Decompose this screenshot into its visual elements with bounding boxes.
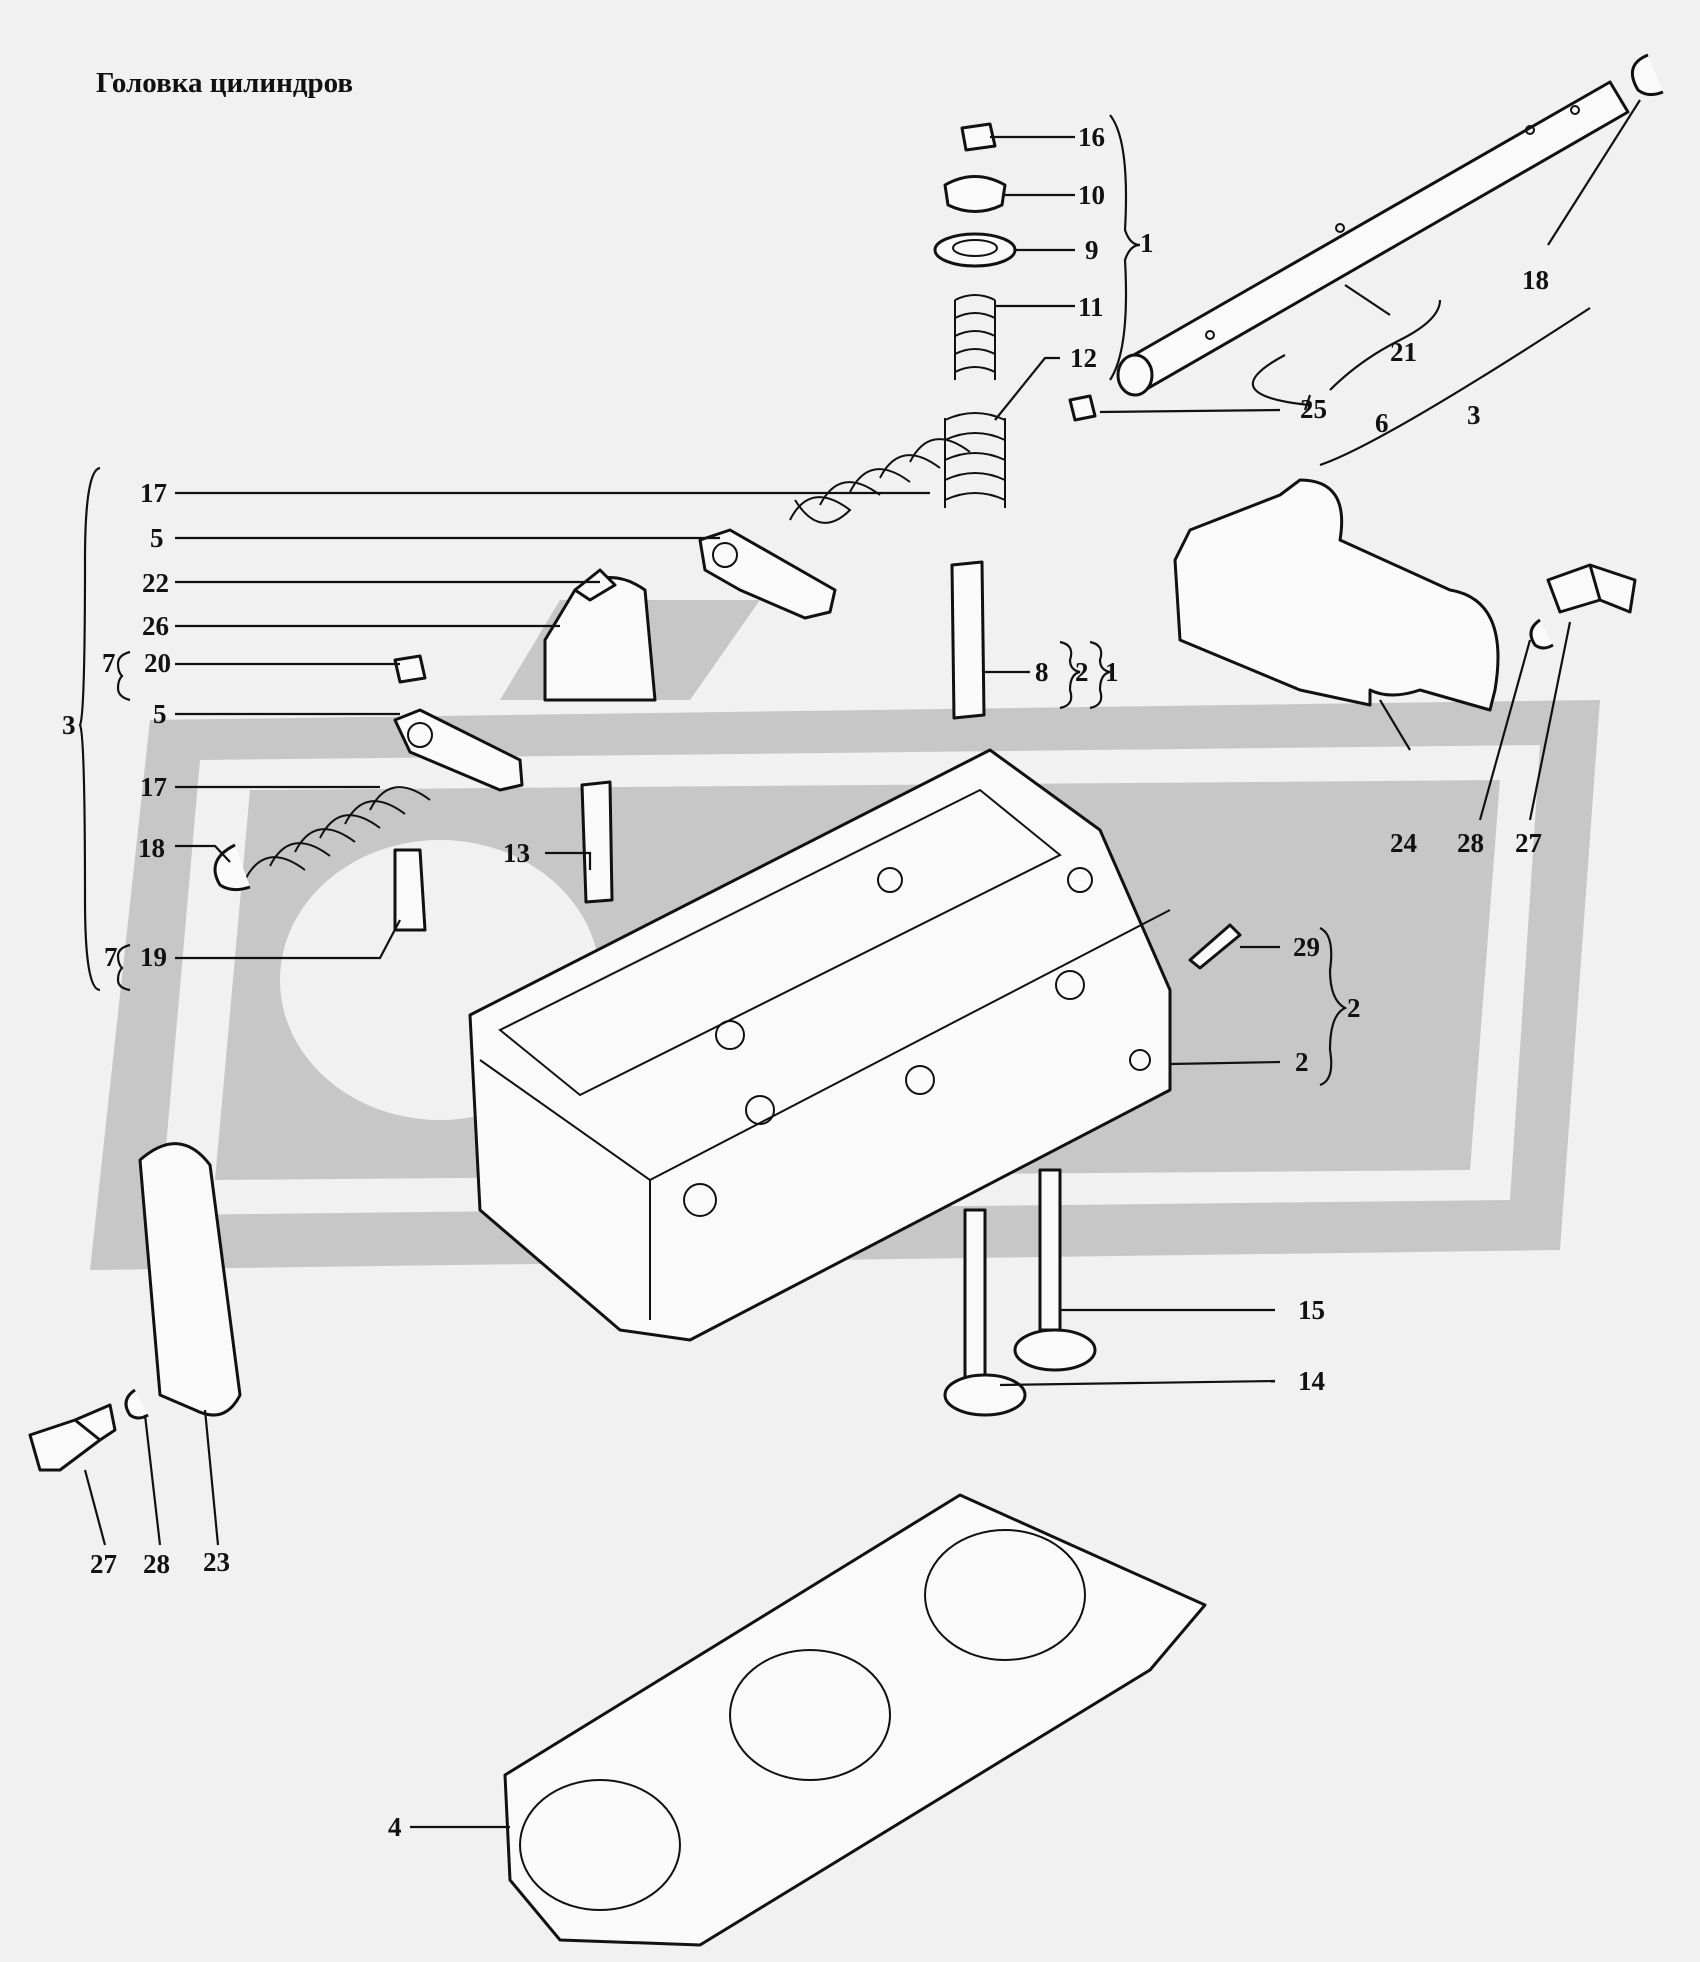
callout-28-left: 28 <box>143 1549 170 1579</box>
callout-19: 19 <box>140 942 167 972</box>
callout-12: 12 <box>1070 343 1097 373</box>
callout-14: 14 <box>1298 1366 1325 1396</box>
page-title: Головка цилиндров <box>96 67 353 99</box>
valve-spring-stack <box>933 122 1017 508</box>
circlip-18-top <box>1630 53 1664 97</box>
nut-25 <box>1068 394 1097 422</box>
callout-4: 4 <box>388 1812 402 1842</box>
push-rod-8 <box>950 560 986 720</box>
screw-19 <box>393 848 427 932</box>
parts-artwork <box>28 53 1664 1947</box>
valve-15 <box>1013 1168 1097 1372</box>
callout-22: 22 <box>142 568 169 598</box>
spring-12 <box>944 412 1006 508</box>
cylinder-head-2 <box>468 748 1172 1342</box>
stud-29 <box>1188 923 1242 970</box>
spring-11 <box>954 294 996 380</box>
washer-28-right <box>1529 618 1554 650</box>
callout-28-right: 28 <box>1457 828 1484 858</box>
rocker-arm-lower <box>393 708 524 792</box>
callout-13: 13 <box>503 838 530 868</box>
washer-28-left <box>124 1388 149 1420</box>
callout-2-head: 2 <box>1295 1047 1309 1077</box>
nut-22 <box>573 568 617 602</box>
callout-18-top: 18 <box>1522 265 1549 295</box>
head-gasket-4 <box>503 1493 1207 1947</box>
callout-24: 24 <box>1390 828 1417 858</box>
callout-7-bottom: 7 <box>104 942 118 972</box>
rocker-shaft <box>1116 80 1630 397</box>
rocker-arm-upper <box>698 528 837 620</box>
leader-lines <box>78 99 1641 1829</box>
callout-23: 23 <box>203 1547 230 1577</box>
bolt-27-left <box>28 1403 117 1472</box>
callout-16: 16 <box>1078 122 1105 152</box>
callout-15: 15 <box>1298 1295 1325 1325</box>
callout-27-left: 27 <box>90 1549 117 1579</box>
callout-1-top: 1 <box>1140 228 1154 258</box>
callout-1-small: 1 <box>1105 657 1119 687</box>
callout-18-left: 18 <box>138 833 165 863</box>
bracket-26 <box>543 576 657 702</box>
callout-10: 10 <box>1078 180 1105 210</box>
callout-21: 21 <box>1390 337 1417 367</box>
callout-29: 29 <box>1293 932 1320 962</box>
plate-23 <box>138 1142 242 1417</box>
stud-13 <box>580 780 614 904</box>
callout-3-left: 3 <box>62 710 76 740</box>
callout-11: 11 <box>1078 292 1104 322</box>
callout-25: 25 <box>1300 394 1327 424</box>
callout-3-right: 3 <box>1467 400 1481 430</box>
callout-2-group: 2 <box>1347 993 1361 1023</box>
nut-20 <box>393 654 427 684</box>
callout-5-top: 5 <box>150 523 164 553</box>
callout-27-right: 27 <box>1515 828 1542 858</box>
callout-26: 26 <box>142 611 169 641</box>
callout-17-top: 17 <box>140 478 167 508</box>
callout-labels: 16 10 9 11 12 1 18 21 25 6 3 17 5 22 26 … <box>62 122 1549 1842</box>
valve-14 <box>943 1208 1027 1417</box>
callout-9: 9 <box>1085 235 1099 265</box>
callout-6: 6 <box>1375 408 1389 438</box>
spring-17-upper <box>789 438 971 524</box>
callout-7-top: 7 <box>102 648 116 678</box>
callout-17-bottom: 17 <box>140 772 167 802</box>
callout-5-bottom: 5 <box>153 699 167 729</box>
callout-2-small: 2 <box>1075 657 1089 687</box>
callout-8: 8 <box>1035 657 1049 687</box>
bolt-27-right <box>1546 563 1637 614</box>
lifting-bracket-24 <box>1173 478 1500 712</box>
spring-17-lower <box>244 786 431 881</box>
callout-20: 20 <box>144 648 171 678</box>
